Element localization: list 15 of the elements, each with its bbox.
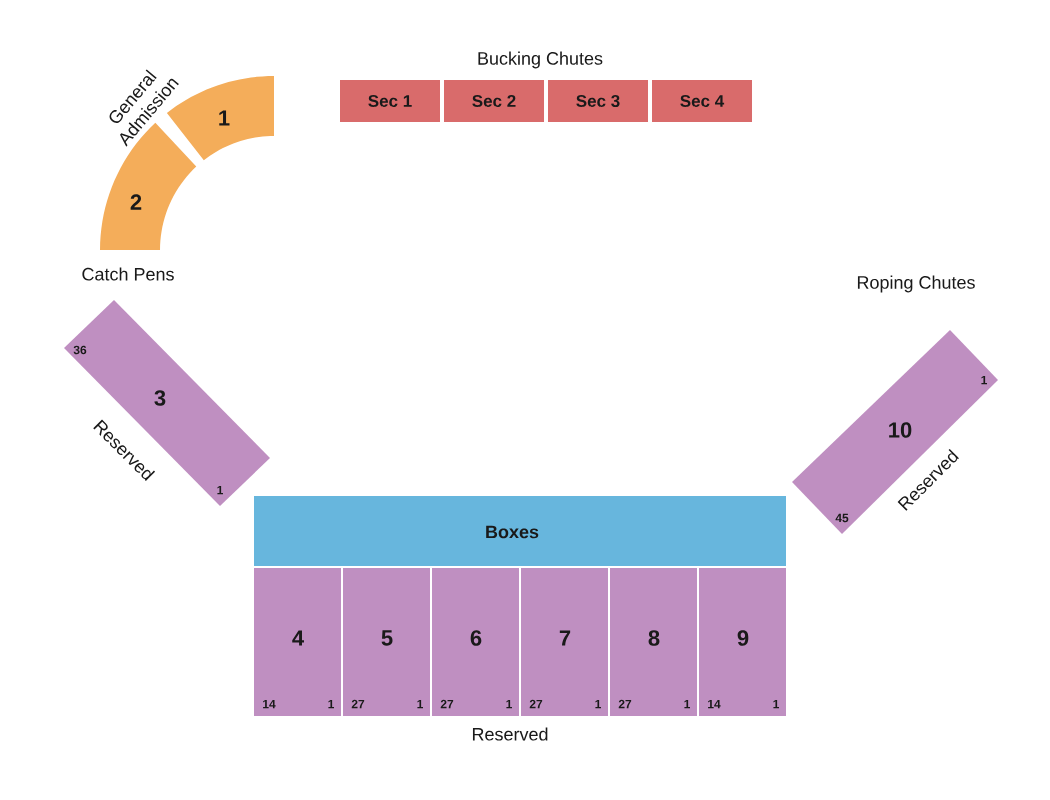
section-box: Sec 3 — [548, 80, 648, 122]
section-band: Boxes — [254, 496, 786, 566]
section-box: Sec 4 — [652, 80, 752, 122]
section-box: Sec 2 — [444, 80, 544, 122]
node-label: 8 — [648, 630, 660, 646]
area-label: Reserved — [472, 727, 548, 741]
area-label: Roping Chutes — [857, 275, 975, 293]
node-label: 9 — [737, 630, 749, 646]
node-label: 4 — [292, 630, 304, 646]
node-label: 5 — [381, 630, 393, 646]
node-label: 7 — [559, 630, 571, 646]
node-label: 6 — [470, 630, 482, 646]
area-label: Bucking Chutes — [478, 51, 603, 69]
section-box: Sec 1 — [340, 80, 440, 122]
area-label: Catch Pens — [82, 267, 174, 281]
